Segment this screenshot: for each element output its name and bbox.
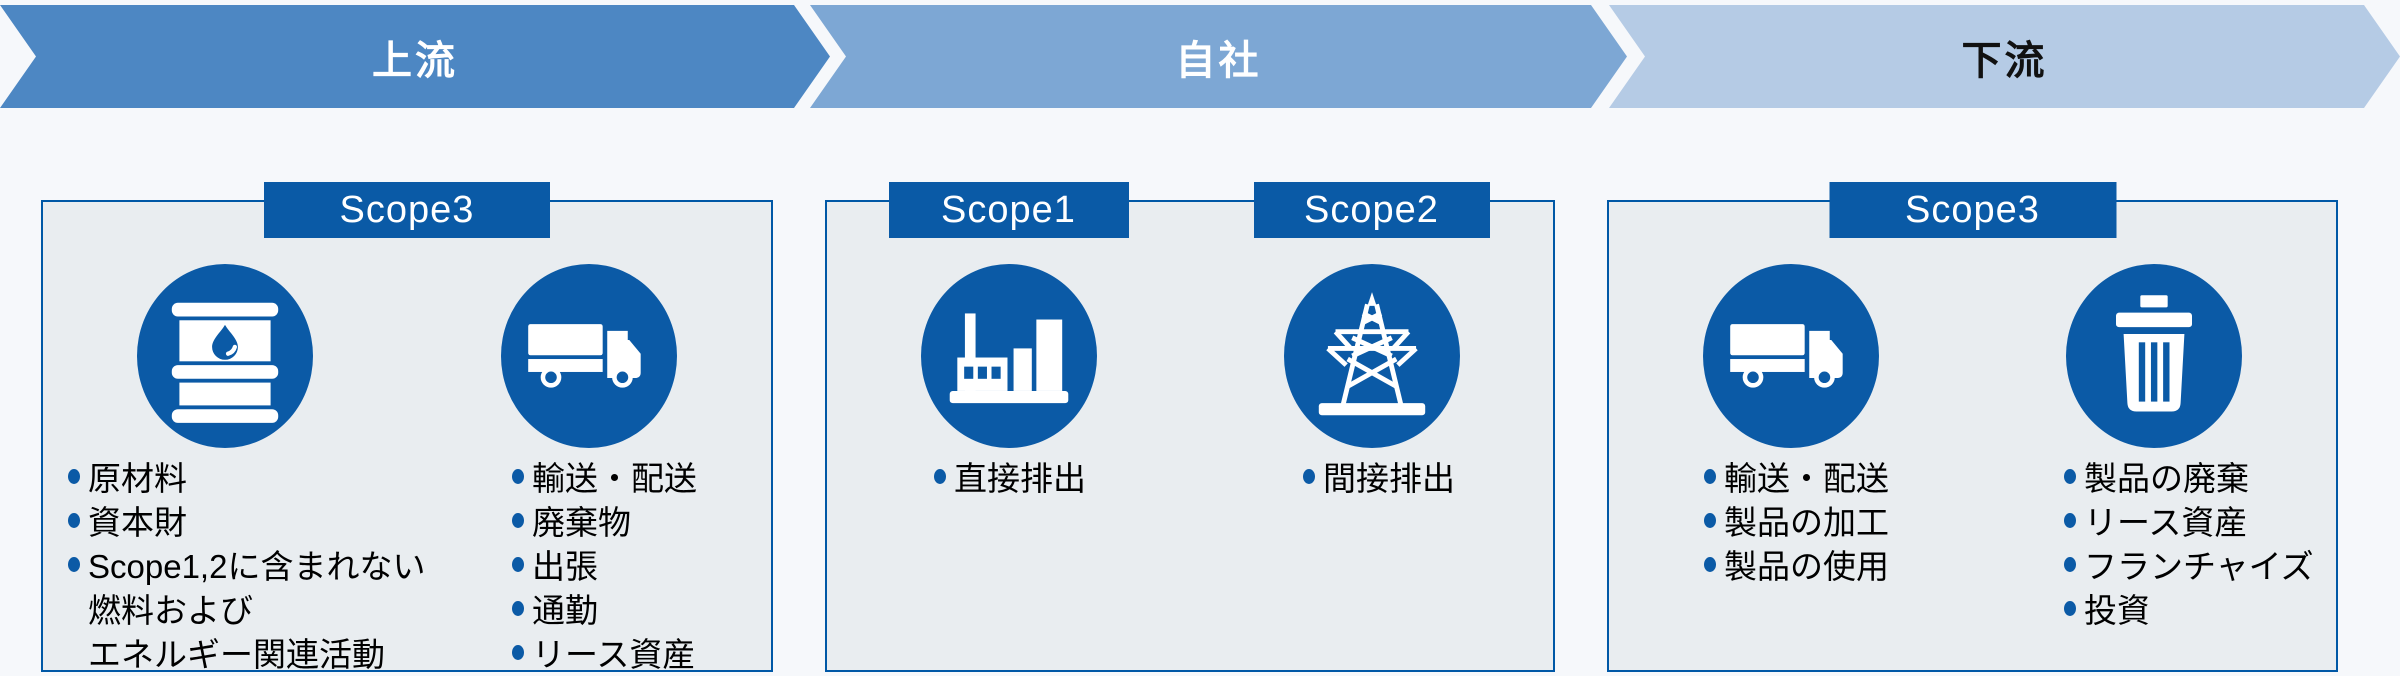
scope-badge-label: Scope3 — [1905, 188, 2040, 231]
scope-badge-label: Scope1 — [941, 188, 1076, 231]
bullet-icon — [2064, 468, 2076, 484]
flow-stage-upstream: 上流 — [0, 5, 830, 108]
list-item-label: 資本財 — [88, 504, 187, 541]
bullet-icon — [934, 468, 946, 484]
bullet-icon — [68, 468, 80, 484]
list-item: フランチャイズ — [2064, 542, 2314, 586]
bullet-icon — [512, 644, 524, 660]
list-item: 輸送・配送 — [512, 454, 697, 498]
scope2-badge: Scope2 — [1253, 182, 1490, 238]
downstream-list-disposal: 製品の廃棄 リース資産 フランチャイズ 投資 — [2064, 454, 2314, 630]
list-item-label: 投資 — [2084, 592, 2150, 629]
list-item-label: リース資産 — [532, 636, 696, 673]
list-item-label: 直接排出 — [954, 460, 1086, 497]
list-item: 投資 — [2064, 586, 2314, 630]
bullet-icon — [512, 468, 524, 484]
list-item: 製品の加工 — [1704, 498, 1889, 542]
list-item-label: エネルギー関連活動 — [88, 636, 385, 673]
bullet-icon — [2064, 600, 2076, 616]
list-item: 輸送・配送 — [1704, 454, 1889, 498]
list-item-label: Scope1,2に含まれない — [88, 548, 426, 585]
downstream-list-products: 輸送・配送 製品の加工 製品の使用 — [1704, 454, 1889, 586]
list-item-label: 製品の廃棄 — [2084, 460, 2249, 497]
list-item-label: 製品の使用 — [1724, 548, 1889, 585]
scope1-badge: Scope1 — [888, 182, 1129, 238]
list-item-label: 通勤 — [532, 592, 598, 629]
list-item-continuation: 燃料および — [68, 586, 425, 630]
bullet-icon — [1704, 512, 1716, 528]
delivery-truck-icon — [1702, 264, 1879, 448]
list-item: 間接排出 — [1303, 454, 1455, 498]
oil-drum-icon — [137, 264, 313, 448]
bullet-icon — [512, 600, 524, 616]
delivery-truck-icon — [501, 264, 677, 448]
factory-icon — [920, 264, 1097, 448]
list-item-label: リース資産 — [2084, 504, 2248, 541]
bullet-icon — [2064, 512, 2076, 528]
list-item: 出張 — [512, 542, 697, 586]
list-item: 原材料 — [68, 454, 425, 498]
bullet-icon — [68, 556, 80, 572]
scope2-list: 間接排出 — [1303, 454, 1455, 498]
bullet-icon — [1704, 556, 1716, 572]
upstream-list-logistics: 輸送・配送 廃棄物 出張 通勤 リース資産 — [512, 454, 697, 674]
bullet-icon — [1704, 468, 1716, 484]
flow-stage-label: 下流 — [1961, 38, 2048, 83]
scope-badge-label: Scope2 — [1304, 188, 1439, 231]
bullet-icon — [512, 556, 524, 572]
list-item-label: 間接排出 — [1323, 460, 1455, 497]
list-item-label: 輸送・配送 — [1724, 460, 1889, 497]
bullet-icon — [2064, 556, 2076, 572]
bullet-icon — [68, 512, 80, 528]
trash-can-icon — [2066, 264, 2243, 448]
upstream-scope3-box: Scope3 — [41, 182, 773, 674]
flow-stage-label: 自社 — [1175, 38, 1262, 83]
own-company-box: Scope1 Scope2 — [825, 182, 1555, 672]
list-item-label: 原材料 — [88, 460, 187, 497]
scope1-list: 直接排出 — [934, 454, 1086, 498]
list-item: 製品の廃棄 — [2064, 454, 2314, 498]
list-item-continuation: エネルギー関連活動 — [68, 630, 425, 674]
list-item-label: 輸送・配送 — [532, 460, 697, 497]
list-item-label: 燃料および — [88, 592, 253, 629]
flow-stage-label: 上流 — [372, 38, 458, 83]
list-item: 通勤 — [512, 586, 697, 630]
list-item: リース資産 — [512, 630, 697, 674]
list-item-label: 出張 — [532, 548, 598, 585]
list-item: 製品の使用 — [1704, 542, 1889, 586]
flow-stage-own-company: 自社 — [810, 5, 1627, 108]
list-item: 廃棄物 — [512, 498, 697, 542]
bullet-icon — [1303, 468, 1315, 484]
scope3-badge: Scope3 — [264, 182, 550, 238]
list-item: リース資産 — [2064, 498, 2314, 542]
upstream-list-materials: 原材料 資本財 Scope1,2に含まれない 燃料および エネルギー関連活動 — [68, 454, 425, 674]
list-item-label: 製品の加工 — [1724, 504, 1889, 541]
list-item: 直接排出 — [934, 454, 1086, 498]
flow-stage-downstream: 下流 — [1609, 5, 2400, 108]
list-item: Scope1,2に含まれない — [68, 542, 425, 586]
downstream-scope3-box: Scope3 — [1607, 182, 2338, 672]
list-item: 資本財 — [68, 498, 425, 542]
bullet-icon — [512, 512, 524, 528]
list-item-label: 廃棄物 — [532, 504, 631, 541]
scope3-badge: Scope3 — [1829, 182, 2116, 238]
scope-badge-label: Scope3 — [339, 188, 475, 231]
power-tower-icon — [1283, 264, 1460, 448]
list-item-label: フランチャイズ — [2084, 548, 2314, 585]
